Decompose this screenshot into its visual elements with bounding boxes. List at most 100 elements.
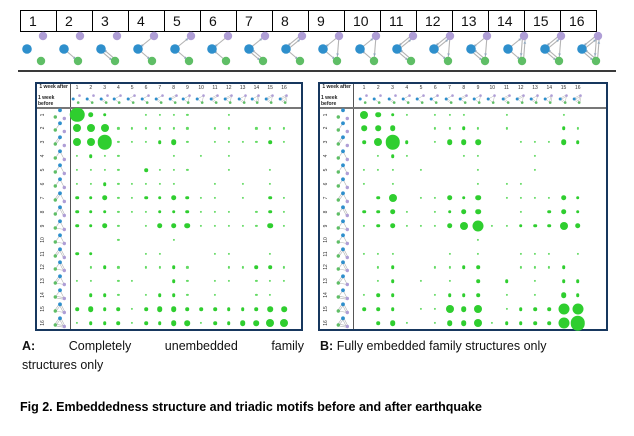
bubble-datapoint bbox=[505, 224, 508, 227]
corner-label-before: 1 week before bbox=[38, 95, 55, 107]
bubble-datapoint bbox=[268, 140, 272, 145]
bubble-datapoint bbox=[170, 306, 177, 312]
bubble-datapoint bbox=[102, 265, 107, 270]
bubble-datapoint bbox=[131, 308, 134, 311]
bubble-datapoint bbox=[117, 280, 120, 283]
bubble-datapoint bbox=[89, 251, 93, 256]
bubble-datapoint bbox=[434, 266, 437, 269]
bubble-datapoint bbox=[227, 141, 230, 144]
bubble-datapoint bbox=[561, 265, 566, 270]
row-header-number: 3 bbox=[40, 140, 46, 144]
triad-motif-glyph bbox=[391, 28, 426, 73]
row-header-motif-icon bbox=[48, 190, 68, 205]
column-header-number: 1 bbox=[362, 85, 366, 91]
column-header-motif-icon bbox=[154, 92, 166, 110]
row-header-number: 5 bbox=[40, 168, 46, 172]
motif-number-cell: 15 bbox=[524, 10, 561, 32]
row-header-number: 4 bbox=[40, 154, 46, 158]
triad-motif-glyph bbox=[21, 28, 56, 73]
bubble-datapoint bbox=[116, 321, 121, 325]
bubble-datapoint bbox=[434, 224, 437, 227]
bubble-datapoint bbox=[460, 139, 467, 146]
bubble-datapoint bbox=[434, 113, 437, 116]
bubble-datapoint bbox=[548, 196, 551, 199]
row-header-motif-icon bbox=[48, 232, 68, 247]
bubble-datapoint bbox=[462, 155, 465, 158]
bubble-datapoint bbox=[172, 238, 175, 241]
bubble-datapoint bbox=[377, 252, 380, 255]
bubble-datapoint bbox=[445, 305, 454, 314]
column-header-motif-icon bbox=[401, 92, 413, 110]
column-header-motif-icon bbox=[458, 92, 470, 110]
bubble-datapoint bbox=[241, 182, 244, 186]
bubble-datapoint bbox=[269, 252, 272, 255]
row-header-motif-icon bbox=[48, 316, 68, 331]
column-header-number: 11 bbox=[212, 85, 218, 91]
bubble-datapoint bbox=[460, 209, 467, 215]
bubble-datapoint bbox=[476, 155, 480, 158]
row-header-number: 4 bbox=[323, 154, 329, 158]
row-header-motif-icon bbox=[331, 246, 351, 261]
bubble-datapoint bbox=[117, 294, 120, 297]
bubble-datapoint bbox=[476, 182, 480, 186]
bubble-datapoint bbox=[282, 210, 286, 213]
row-header-motif-icon bbox=[331, 177, 351, 192]
bubble-datapoint bbox=[268, 210, 272, 214]
bubble-datapoint bbox=[562, 113, 565, 116]
bubble-datapoint bbox=[172, 127, 175, 130]
bubble-datapoint bbox=[533, 280, 537, 283]
bubble-datapoint bbox=[390, 293, 395, 297]
bubble-datapoint bbox=[158, 169, 161, 172]
bubble-datapoint bbox=[144, 224, 148, 227]
row-header-motif-icon bbox=[331, 107, 351, 122]
bubble-datapoint bbox=[75, 280, 79, 283]
column-header-motif-icon bbox=[501, 92, 513, 110]
bubble-datapoint bbox=[171, 279, 176, 284]
column-header-motif-icon bbox=[99, 92, 111, 110]
motif-number-cell: 4 bbox=[128, 10, 165, 32]
bubble-datapoint bbox=[533, 196, 537, 199]
bubble-datapoint bbox=[170, 195, 177, 201]
bubble-datapoint bbox=[213, 224, 217, 227]
bubble-datapoint bbox=[282, 266, 286, 269]
corner-label-after: 1 week after bbox=[322, 84, 351, 90]
bubble-datapoint bbox=[186, 113, 189, 116]
column-header-motif-icon bbox=[71, 92, 83, 110]
row-header-number: 12 bbox=[40, 264, 46, 271]
row-header-number: 15 bbox=[40, 306, 46, 312]
row-header-number: 15 bbox=[323, 306, 329, 312]
bubble-datapoint bbox=[533, 252, 537, 255]
column-header-number: 6 bbox=[144, 85, 148, 91]
bubble-datapoint bbox=[448, 127, 451, 130]
bubble-datapoint bbox=[519, 252, 522, 255]
column-header-motif-icon bbox=[112, 92, 124, 110]
bubble-datapoint bbox=[362, 182, 366, 186]
bubble-datapoint bbox=[170, 320, 177, 326]
bubble-datapoint bbox=[253, 320, 260, 326]
row-header-number: 9 bbox=[323, 224, 329, 228]
row-header-motif-icon bbox=[48, 302, 68, 317]
bubble-datapoint bbox=[548, 266, 551, 269]
row-header-number: 5 bbox=[323, 168, 329, 172]
bubble-datapoint bbox=[519, 210, 522, 213]
bubble-datapoint bbox=[102, 293, 107, 297]
bubble-datapoint bbox=[462, 113, 465, 116]
bubble-datapoint bbox=[391, 252, 394, 255]
bubble-datapoint bbox=[131, 210, 134, 213]
bubble-datapoint bbox=[405, 210, 408, 213]
bubble-datapoint bbox=[518, 307, 523, 311]
bubble-datapoint bbox=[390, 265, 395, 270]
bubble-datapoint bbox=[144, 321, 148, 325]
bubble-datapoint bbox=[213, 182, 217, 186]
row-header-number: 8 bbox=[40, 210, 46, 214]
column-header-number: 6 bbox=[433, 85, 437, 91]
bubble-datapoint bbox=[505, 294, 508, 297]
bubble-datapoint bbox=[227, 266, 230, 269]
caption-a-word: family bbox=[271, 339, 304, 353]
row-header-number: 7 bbox=[323, 196, 329, 200]
row-header-motif-icon bbox=[48, 149, 68, 164]
bubble-datapoint bbox=[560, 195, 567, 201]
bubble-datapoint bbox=[576, 127, 579, 130]
bubble-datapoint bbox=[461, 196, 466, 200]
bubble-datapoint bbox=[560, 292, 567, 298]
